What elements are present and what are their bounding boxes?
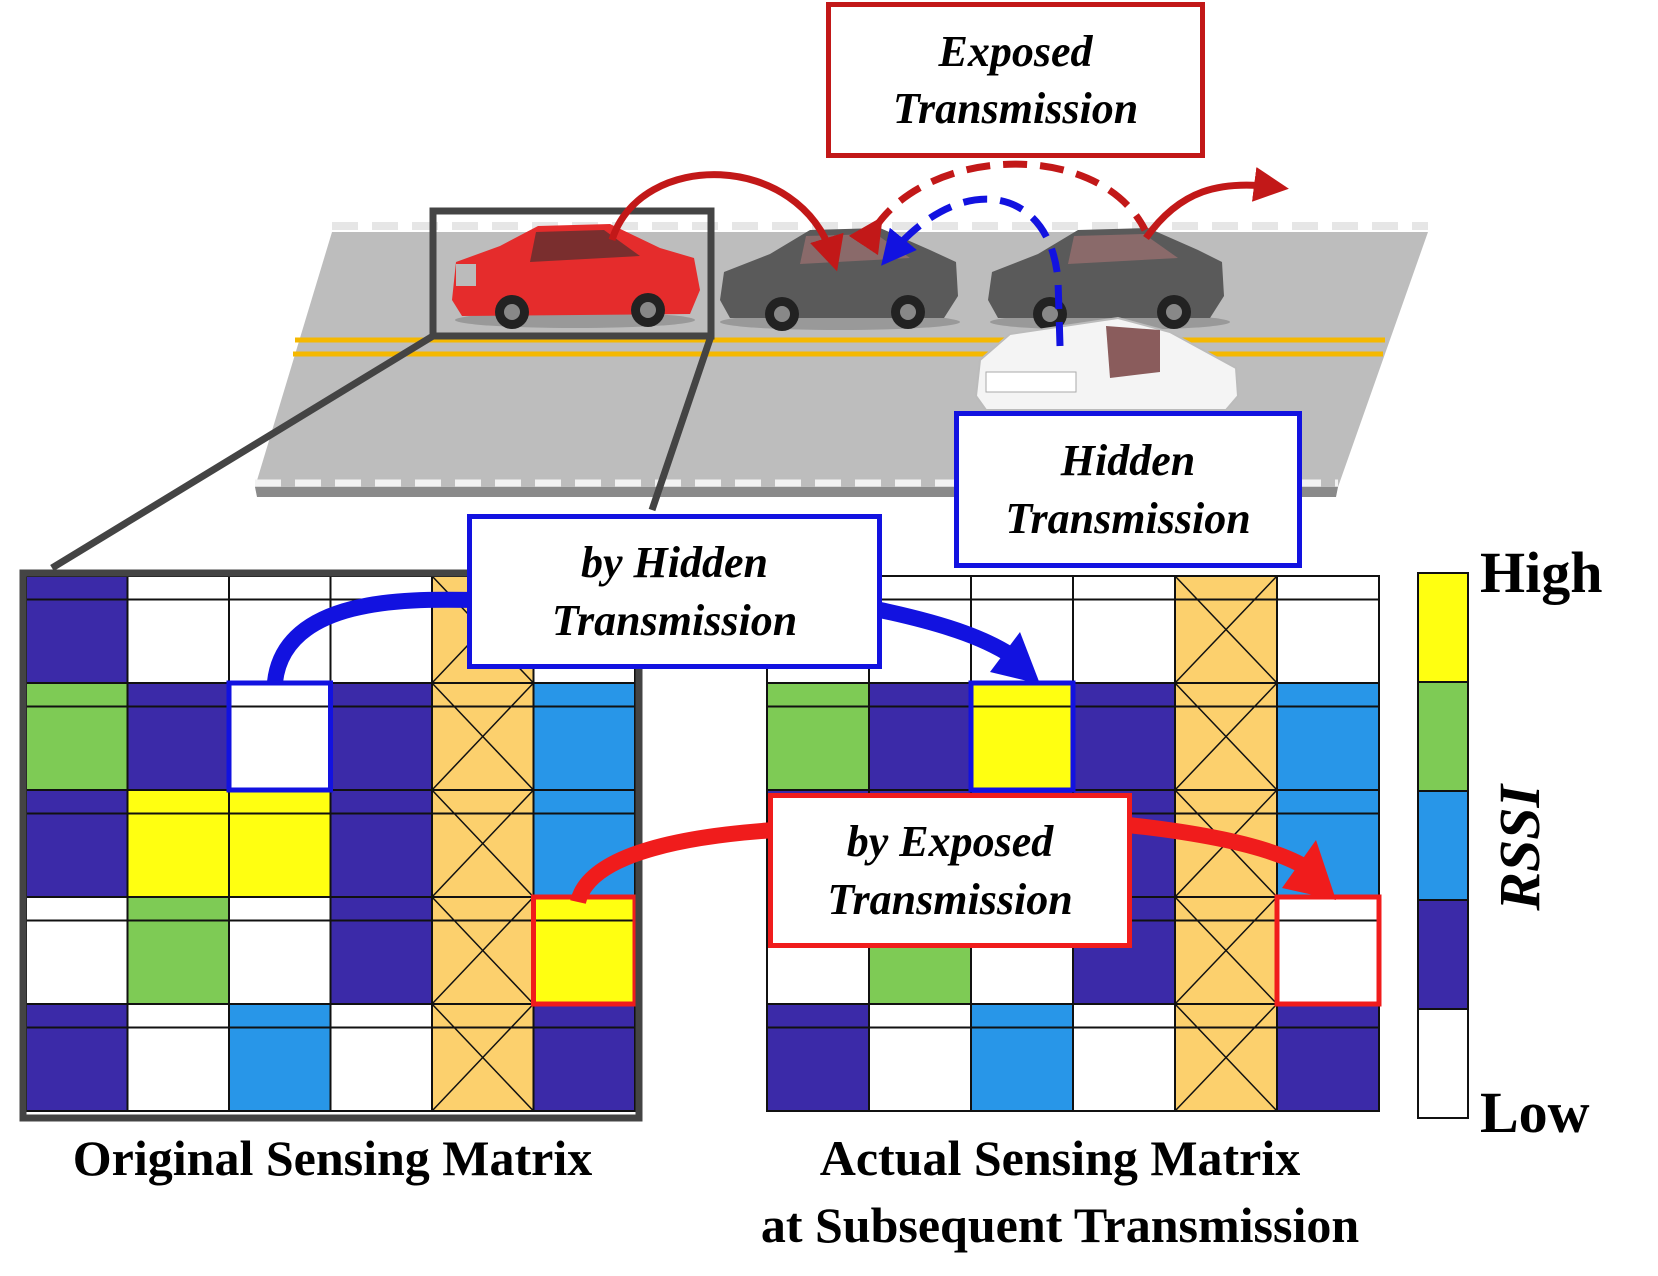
original-matrix-cell-r0-c3	[329, 575, 433, 684]
zoom-box	[429, 207, 715, 340]
original-matrix-cell-r0-c0	[25, 575, 129, 684]
original-matrix-cell-r1-c0	[25, 682, 129, 791]
exposed-transmission-arrow	[848, 160, 1149, 256]
original-matrix-cell-r4-c5	[532, 1003, 636, 1112]
actual-matrix-cell-r4-c5	[1276, 1003, 1380, 1112]
exposed-link-arrowhead	[1282, 840, 1336, 900]
original-matrix-cell-r2-c3	[329, 789, 433, 898]
hidden-transmission-arrow	[881, 195, 1064, 347]
actual-matrix-cell-r1-c1	[868, 682, 972, 791]
actual-matrix-cell-r0-c3	[1072, 575, 1176, 684]
actual-matrix-cross-b-r0	[1174, 575, 1278, 684]
actual-matrix-cell-r1-c3	[1072, 682, 1176, 791]
actual-matrix-cross-b-r4	[1174, 1003, 1278, 1112]
original-matrix-cell-r1-c5	[532, 682, 636, 791]
exposed-link-curve-right	[1127, 817, 1315, 877]
original-matrix-cell-r3-c2	[228, 896, 332, 1005]
original-matrix-hidden-highlight	[226, 680, 333, 793]
original-sensing-matrix	[25, 575, 638, 1112]
actual-matrix-cross-b-r3	[1174, 896, 1278, 1005]
original-matrix-cell-r1-c2	[228, 682, 332, 791]
legend-swatch-mid_low	[1417, 790, 1469, 901]
hidden-box-line1: Hidden	[1060, 436, 1196, 486]
exposed-box-line1: Exposed	[938, 26, 1093, 76]
original-matrix-cell-r4-c0	[25, 1003, 129, 1112]
actual-matrix-cell-r1-c5	[1276, 682, 1380, 791]
original-matrix-cell-r1-c1	[126, 682, 230, 791]
original-matrix-cell-r2-c1	[126, 789, 230, 898]
original-matrix-cell-r3-c5	[532, 896, 636, 1005]
red-car	[452, 224, 700, 329]
original-matrix-cell-r3-c0	[25, 896, 129, 1005]
legend-swatch-none	[1417, 1008, 1469, 1119]
actual-matrix-title-line2: at Subsequent Transmission	[760, 1197, 1360, 1253]
actual-matrix-cell-r4-c2	[970, 1003, 1074, 1112]
original-matrix-cross-b-r3	[431, 896, 535, 1005]
legend-swatch-high	[1417, 572, 1469, 683]
original-matrix-title: Original Sensing Matrix	[72, 1130, 593, 1186]
actual-matrix-hidden-highlight	[968, 680, 1076, 793]
hidden-box-line2: Transmission	[1005, 493, 1251, 543]
original-matrix-cell-r2-c2	[228, 789, 332, 898]
legend-high-label: High	[1480, 540, 1603, 605]
hidden-link-arrowhead	[990, 632, 1040, 684]
original-matrix-cross-b-r2	[431, 789, 535, 898]
actual-matrix-cell-r4-c0	[766, 1003, 870, 1112]
exposed-box-line2: Transmission	[892, 84, 1139, 133]
original-matrix-cell-r3-c3	[329, 896, 433, 1005]
by-exposed-box-line1: by Exposed	[846, 817, 1054, 867]
legend-axis-label: RSSI	[1487, 784, 1553, 911]
by-exposed-box-line2: Transmission	[827, 874, 1073, 924]
zoom-connector-left	[50, 333, 435, 571]
hidden-link-curve-left	[267, 591, 481, 684]
by-hidden-box-line1: by Hidden	[581, 538, 768, 588]
legend-low-label: Low	[1480, 1080, 1590, 1145]
rssi-legend	[1417, 572, 1469, 1119]
actual-matrix-cell-r4-c3	[1072, 1003, 1176, 1112]
original-matrix-cross-b-r1	[431, 682, 535, 791]
legend-swatch-low	[1417, 899, 1469, 1010]
white-car	[974, 316, 1240, 411]
legend-swatch-mid_high	[1417, 681, 1469, 792]
red-car-transmission-arrow	[608, 171, 844, 272]
by-hidden-box-line2: Transmission	[551, 595, 798, 645]
original-matrix-cell-r4-c2	[228, 1003, 332, 1112]
actual-matrix-cell-r0-c5	[1276, 575, 1380, 684]
gray-car-transmission-arrow	[1143, 166, 1289, 241]
original-matrix-cell-r1-c3	[329, 682, 433, 791]
actual-matrix-title-line1: Actual Sensing Matrix	[819, 1130, 1301, 1186]
actual-matrix-cell-r4-c1	[868, 1003, 972, 1112]
exposed-link-curve-left	[570, 822, 776, 905]
original-matrix-cell-r4-c3	[329, 1003, 433, 1112]
original-matrix-cell-r3-c1	[126, 896, 230, 1005]
original-matrix-cell-r2-c0	[25, 789, 129, 898]
zoom-connector-right	[648, 334, 715, 512]
gray-car-2	[988, 228, 1230, 331]
original-matrix-cell-r4-c1	[126, 1003, 230, 1112]
original-matrix-cell-r0-c1	[126, 575, 230, 684]
actual-matrix-cross-b-r1	[1174, 682, 1278, 791]
actual-matrix-cell-r1-c0	[766, 682, 870, 791]
actual-matrix-cell-r3-c5	[1276, 896, 1380, 1005]
actual-matrix-cell-r1-c2	[970, 682, 1074, 791]
original-matrix-cross-b-r4	[431, 1003, 535, 1112]
